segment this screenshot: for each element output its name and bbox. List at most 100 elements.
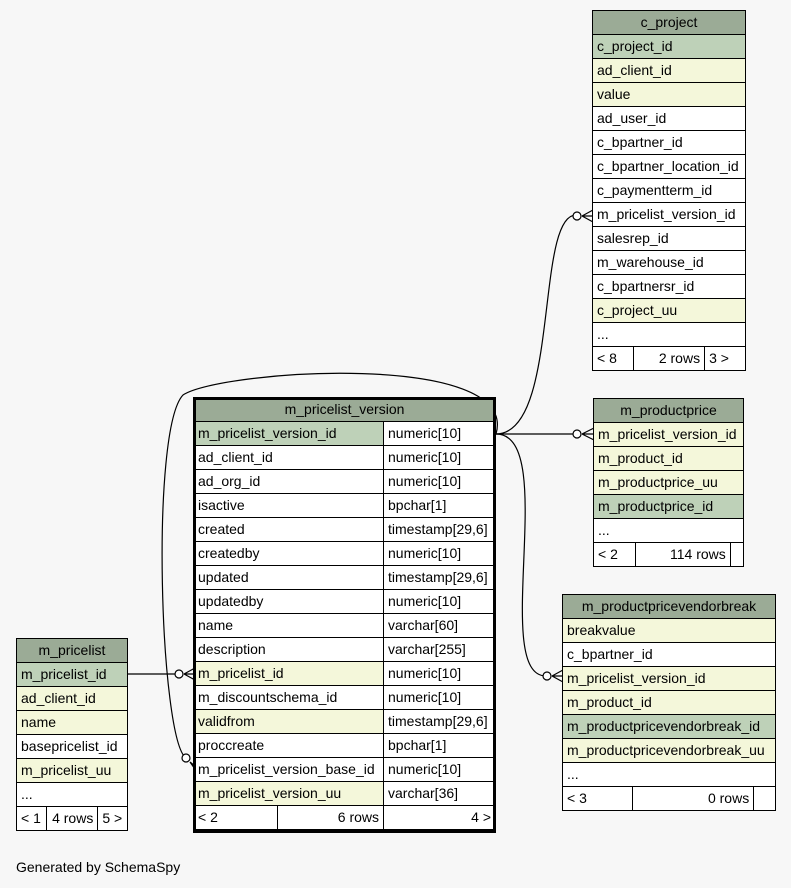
column-m-pricelist-id[interactable]: m_pricelist_id [16,662,128,687]
m-productprice-title[interactable]: m_productprice [593,398,744,423]
column-m-discountschema-id[interactable]: m_discountschema_id [193,685,384,710]
table-row[interactable]: m_pricelist_uu [16,758,128,783]
column-c-bpartnersr-id[interactable]: c_bpartnersr_id [592,274,746,299]
table-row[interactable]: ... [562,762,776,787]
column-name[interactable]: name [16,710,128,735]
column-type[interactable]: numeric[10] [383,541,496,566]
table-row[interactable]: c_project_id [592,34,746,59]
table-row[interactable]: c_bpartnersr_id [592,274,746,299]
table-row[interactable]: m_pricelist_version_id [593,422,744,447]
column-description[interactable]: description [193,637,384,662]
column-m-pricelist-id[interactable]: m_pricelist_id [193,661,384,686]
column-validfrom[interactable]: validfrom [193,709,384,734]
column-type[interactable]: varchar[36] [383,781,496,806]
column-type[interactable]: numeric[10] [383,445,496,470]
m-productpricevendorbreak-title[interactable]: m_productpricevendorbreak [562,594,776,619]
table-row[interactable]: m_productpricevendorbreak_uu [562,738,776,763]
column-c-bpartner-location-id[interactable]: c_bpartner_location_id [592,154,746,179]
column-type[interactable]: numeric[10] [383,421,496,446]
column-c-bpartner-id[interactable]: c_bpartner_id [592,130,746,155]
table-row[interactable]: breakvalue [562,618,776,643]
table-row[interactable]: ad_user_id [592,106,746,131]
table-row[interactable]: c_bpartner_location_id [592,154,746,179]
column-name[interactable]: name [193,613,384,638]
table-row[interactable]: m_pricelist_id [16,662,128,687]
column-basepricelist-id[interactable]: basepricelist_id [16,734,128,759]
column-m-product-id[interactable]: m_product_id [593,446,744,471]
column-created[interactable]: created [193,517,384,542]
m-pricelist-title[interactable]: m_pricelist [16,638,128,663]
column-m-pricelist-version-id[interactable]: m_pricelist_version_id [193,421,384,446]
table-row[interactable]: m_product_id [562,690,776,715]
column-ellipsisellipsisellipsis[interactable]: ... [593,518,744,543]
column-updatedby[interactable]: updatedby [193,589,384,614]
column-type[interactable]: numeric[10] [383,661,496,686]
table-row[interactable]: value [592,82,746,107]
column-ad-org-id[interactable]: ad_org_id [193,469,384,494]
column-proccreate[interactable]: proccreate [193,733,384,758]
column-type[interactable]: varchar[60] [383,613,496,638]
column-value[interactable]: value [592,82,746,107]
column-ad-client-id[interactable]: ad_client_id [16,686,128,711]
table-row[interactable]: m_pricelist_version_id [562,666,776,691]
table-row[interactable]: c_paymentterm_id [592,178,746,203]
table-row[interactable]: ad_client_id [16,686,128,711]
column-ellipsisellipsisellipsis[interactable]: ... [16,782,128,807]
column-m-pricelist-version-id[interactable]: m_pricelist_version_id [562,666,776,691]
column-breakvalue[interactable]: breakvalue [562,618,776,643]
column-salesrep-id[interactable]: salesrep_id [592,226,746,251]
table-row[interactable]: m_warehouse_id [592,250,746,275]
column-m-productpricevendorbreak-uu[interactable]: m_productpricevendorbreak_uu [562,738,776,763]
column-ellipsisellipsisellipsis[interactable]: ... [592,322,746,347]
table-row[interactable]: m_pricelist_version_id [592,202,746,227]
table-row[interactable]: m_productpricevendorbreak_id [562,714,776,739]
column-ellipsisellipsisellipsis[interactable]: ... [562,762,776,787]
column-m-pricelist-version-id[interactable]: m_pricelist_version_id [593,422,744,447]
column-m-product-id[interactable]: m_product_id [562,690,776,715]
column-type[interactable]: numeric[10] [383,685,496,710]
table-row[interactable]: m_productprice_uu [593,470,744,495]
column-type[interactable]: timestamp[29,6] [383,709,496,734]
table-row[interactable]: ... [593,518,744,543]
column-isactive[interactable]: isactive [193,493,384,518]
table-row[interactable]: c_bpartner_id [562,642,776,667]
column-m-productpricevendorbreak-id[interactable]: m_productpricevendorbreak_id [562,714,776,739]
column-c-bpartner-id[interactable]: c_bpartner_id [562,642,776,667]
column-type[interactable]: numeric[10] [383,589,496,614]
column-type[interactable]: timestamp[29,6] [383,517,496,542]
column-type[interactable]: bpchar[1] [383,733,496,758]
column-type[interactable]: varchar[255] [383,637,496,662]
column-m-pricelist-uu[interactable]: m_pricelist_uu [16,758,128,783]
table-row[interactable]: ... [16,782,128,807]
table-row[interactable]: name [16,710,128,735]
column-updated[interactable]: updated [193,565,384,590]
column-m-pricelist-version-uu[interactable]: m_pricelist_version_uu [193,781,384,806]
table-row[interactable]: m_product_id [593,446,744,471]
column-m-warehouse-id[interactable]: m_warehouse_id [592,250,746,275]
column-type[interactable]: timestamp[29,6] [383,565,496,590]
column-type[interactable]: bpchar[1] [383,493,496,518]
column-m-pricelist-version-id[interactable]: m_pricelist_version_id [592,202,746,227]
table-row[interactable]: basepricelist_id [16,734,128,759]
column-c-paymentterm-id[interactable]: c_paymentterm_id [592,178,746,203]
table-row[interactable]: ad_client_id [592,58,746,83]
